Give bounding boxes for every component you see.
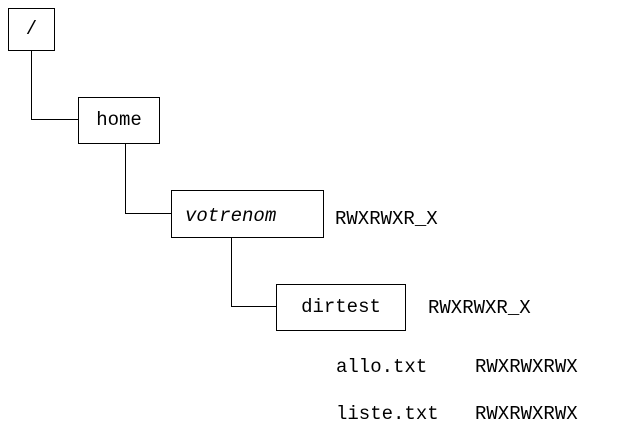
file-name: allo.txt <box>336 356 428 378</box>
dirtest-directory-label: dirtest <box>301 296 381 318</box>
user-directory-node: votrenom <box>171 190 324 238</box>
root-directory-label: / <box>25 18 38 40</box>
user-directory-permissions: RWXRWXR_X <box>335 208 438 230</box>
dirtest-directory-permissions: RWXRWXR_X <box>428 297 531 319</box>
dirtest-directory-node: dirtest <box>276 284 406 331</box>
connector-home-votrenom <box>125 143 172 214</box>
user-directory-label: votrenom <box>185 205 277 227</box>
file-permissions: RWXRWXRWX <box>475 403 578 425</box>
file-permissions: RWXRWXRWX <box>475 356 578 378</box>
root-directory-node: / <box>8 8 55 51</box>
connector-root-home <box>31 50 79 120</box>
file-name: liste.txt <box>336 403 439 425</box>
home-directory-node: home <box>78 97 160 144</box>
connector-votrenom-dirtest <box>231 237 277 307</box>
home-directory-label: home <box>96 109 142 131</box>
